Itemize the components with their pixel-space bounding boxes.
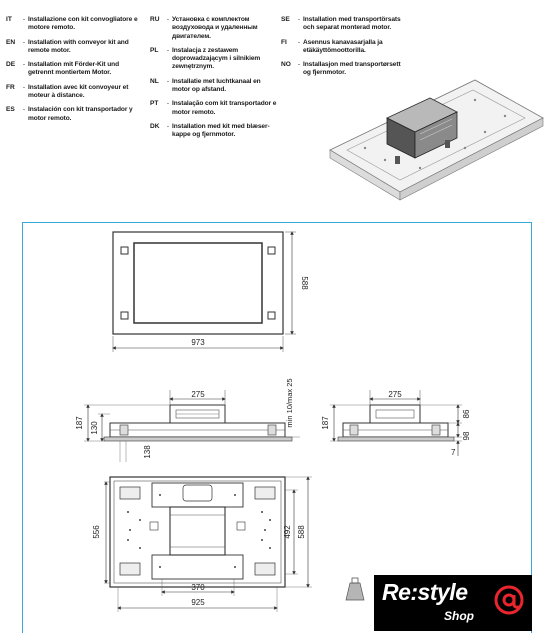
lang-text: Installation with conveyor kit and remot… <box>28 38 129 54</box>
lang-text: Installation med kit med blæser-kappe og… <box>172 122 270 139</box>
dim-bottom-370: 370 <box>191 583 205 592</box>
lang-code: NL <box>150 77 159 85</box>
lang-entry-nl: NL-Installatie met luchtkanaal en motor … <box>150 78 280 95</box>
lang-entry-it: IT-Installazione con kit convogliatore e… <box>6 16 142 33</box>
lang-code: DE <box>6 61 16 69</box>
isometric-hood-illustration <box>329 79 544 201</box>
dim-side-86: 86 <box>462 409 471 418</box>
dim-front-130: 130 <box>90 421 99 435</box>
dim-top-width: 973 <box>191 338 205 347</box>
cart-at-icon <box>494 585 524 615</box>
dim-side-98: 98 <box>462 431 471 440</box>
lang-code: DK <box>150 122 160 130</box>
lang-code: SE <box>281 16 290 23</box>
dim-front-187: 187 <box>75 416 84 430</box>
lang-code: PL <box>150 46 159 54</box>
dim-front-138: 138 <box>143 445 152 459</box>
dim-bottom-492: 492 <box>283 525 292 539</box>
dim-bottom-556: 556 <box>92 525 101 539</box>
lang-entry-se: SE-Installation med transportörsats och … <box>281 16 403 33</box>
language-column-1: IT-Installazione con kit convogliatore e… <box>6 16 142 129</box>
dim-bottom-925: 925 <box>191 598 205 607</box>
lang-text: Instalacja z zestawem doprowadzającym i … <box>172 46 261 71</box>
dim-bottom-588: 588 <box>297 525 306 539</box>
lang-code: PT <box>150 100 159 108</box>
lang-entry-pt: PT-Instalação com kit transportador e mo… <box>150 100 280 117</box>
lang-entry-no: NO-Installasjon med transportørsett og f… <box>281 61 403 78</box>
dim-side-187: 187 <box>321 416 330 430</box>
lang-code: FI <box>281 38 287 46</box>
lang-code: FR <box>6 83 15 91</box>
weight-icon <box>345 577 365 601</box>
side-view: 275 187 86 98 7 <box>321 390 471 457</box>
lang-code: EN <box>6 38 16 46</box>
dim-top-height: 588 <box>300 276 309 290</box>
lang-entry-pl: PL-Instalacja z zestawem doprowadzającym… <box>150 47 280 72</box>
lang-entry-fi: FI-Asennus kanavasarjalla ja etäkäyttömo… <box>281 39 403 56</box>
lang-entry-dk: DK-Installation med kit med blæser-kappe… <box>150 123 280 140</box>
lang-entry-es: ES-Instalación con kit transportador y m… <box>6 106 142 123</box>
logo-shop-text: Shop <box>444 609 474 623</box>
lang-text: Installation mit Förder-Kit und getrennt… <box>28 61 120 77</box>
top-view: 588 973 <box>112 231 309 352</box>
language-column-2: RU-Установка с комплектом воздуховода и … <box>150 16 280 146</box>
lang-entry-fr: FR-Installation avec kit convoyeur et mo… <box>6 84 142 101</box>
drawing-frame <box>22 222 532 633</box>
lang-text: Instalación con kit transportador y moto… <box>28 106 133 122</box>
dim-side-7: 7 <box>451 448 456 457</box>
lang-entry-de: DE-Installation mit Förder-Kit und getre… <box>6 61 142 78</box>
lang-text: Installazione con kit convogliatore e mo… <box>28 16 138 32</box>
lang-text: Installatie met luchtkanaal en motor op … <box>172 77 261 94</box>
lang-code: NO <box>281 61 291 69</box>
lang-text: Asennus kanavasarjalla ja etäkäyttömoott… <box>303 38 383 54</box>
language-column-3: SE-Installation med transportörsats och … <box>281 16 403 84</box>
dim-front-duct: 275 <box>191 390 205 399</box>
lang-text: Установка с комплектом воздуховода и уда… <box>172 16 258 40</box>
dim-side-duct: 275 <box>388 390 402 399</box>
bottom-view: 556 492 588 370 925 <box>92 476 312 612</box>
lang-code: RU <box>150 16 160 23</box>
lang-text: Installation med transportörsats och sep… <box>303 16 401 32</box>
lang-code: IT <box>6 16 12 23</box>
lang-text: Instalação com kit transportador e motor… <box>172 100 277 116</box>
lang-code: ES <box>6 106 15 114</box>
restyle-shop-logo: Re:style Shop <box>374 575 532 631</box>
lang-text: Installation avec kit convoyeur et moteu… <box>28 83 129 100</box>
dim-front-min-max: min 10/max 25 <box>285 378 294 427</box>
front-view: 275 187 130 138 min 10/max 25 <box>75 378 300 462</box>
lang-text: Installasjon med transportørsett og fjer… <box>303 61 401 77</box>
lang-entry-en: EN-Installation with conveyor kit and re… <box>6 39 142 56</box>
lang-entry-ru: RU-Установка с комплектом воздуховода и … <box>150 16 280 41</box>
logo-brand-text: Re:style <box>382 579 468 605</box>
